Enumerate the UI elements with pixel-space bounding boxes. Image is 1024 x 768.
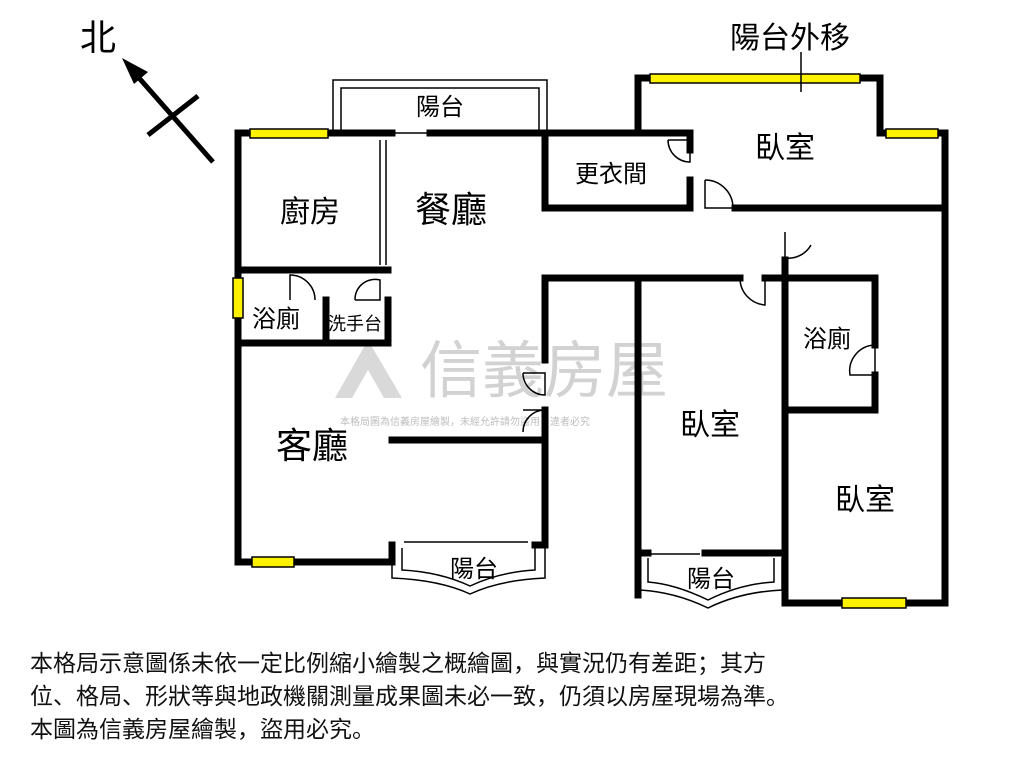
watermark-notice: 本格局圖為信義房屋繪製，未經允許請勿盜用，違者必究 — [340, 415, 590, 428]
label-balcony-top: 陽台 — [416, 93, 464, 121]
label-balcony-bedroom: 陽台 — [687, 565, 735, 593]
disclaimer-line-2: 位、格局、形狀等與地政機關測量成果圖未必一致，仍須以房屋現場為準。 — [30, 684, 789, 710]
label-middle-bedroom: 臥室 — [680, 408, 740, 443]
brand-logo-icon — [335, 340, 402, 398]
doors — [289, 139, 876, 433]
disclaimer-line-1: 本格局示意圖係未依一定比例縮小繪製之概繪圖，與實況仍有差距；其方 — [30, 651, 766, 677]
balcony-outlines — [332, 79, 783, 609]
label-balcony-living: 陽台 — [450, 555, 498, 583]
watermark: 信義房屋 本格局圖為信義房屋繪製，未經允許請勿盜用，違者必究 — [335, 334, 668, 428]
north-compass-icon — [122, 58, 215, 164]
label-walk-in-closet: 更衣間 — [575, 160, 647, 188]
label-right-bedroom: 臥室 — [835, 483, 895, 518]
label-kitchen: 廚房 — [280, 195, 340, 230]
north-label: 北 — [80, 18, 116, 59]
label-living-room: 客廳 — [276, 426, 348, 467]
label-bathroom-left: 浴廁 — [252, 305, 300, 333]
label-balcony-extension: 陽台外移 — [730, 21, 850, 56]
label-wash-basin: 洗手台 — [328, 314, 382, 335]
disclaimer-text: 本格局示意圖係未依一定比例縮小繪製之概繪圖，與實況仍有差距；其方 位、格局、形狀… — [30, 648, 1005, 747]
label-bathroom-right: 浴廁 — [803, 325, 851, 353]
label-master-bedroom: 臥室 — [755, 131, 815, 166]
label-dining-room: 餐廳 — [415, 190, 487, 231]
floor-plan: 信義房屋 本格局圖為信義房屋繪製，未經允許請勿盜用，違者必究 北 — [80, 18, 949, 609]
disclaimer-line-3: 本圖為信義房屋繪製，盜用必究。 — [30, 717, 375, 743]
windows — [232, 73, 939, 609]
